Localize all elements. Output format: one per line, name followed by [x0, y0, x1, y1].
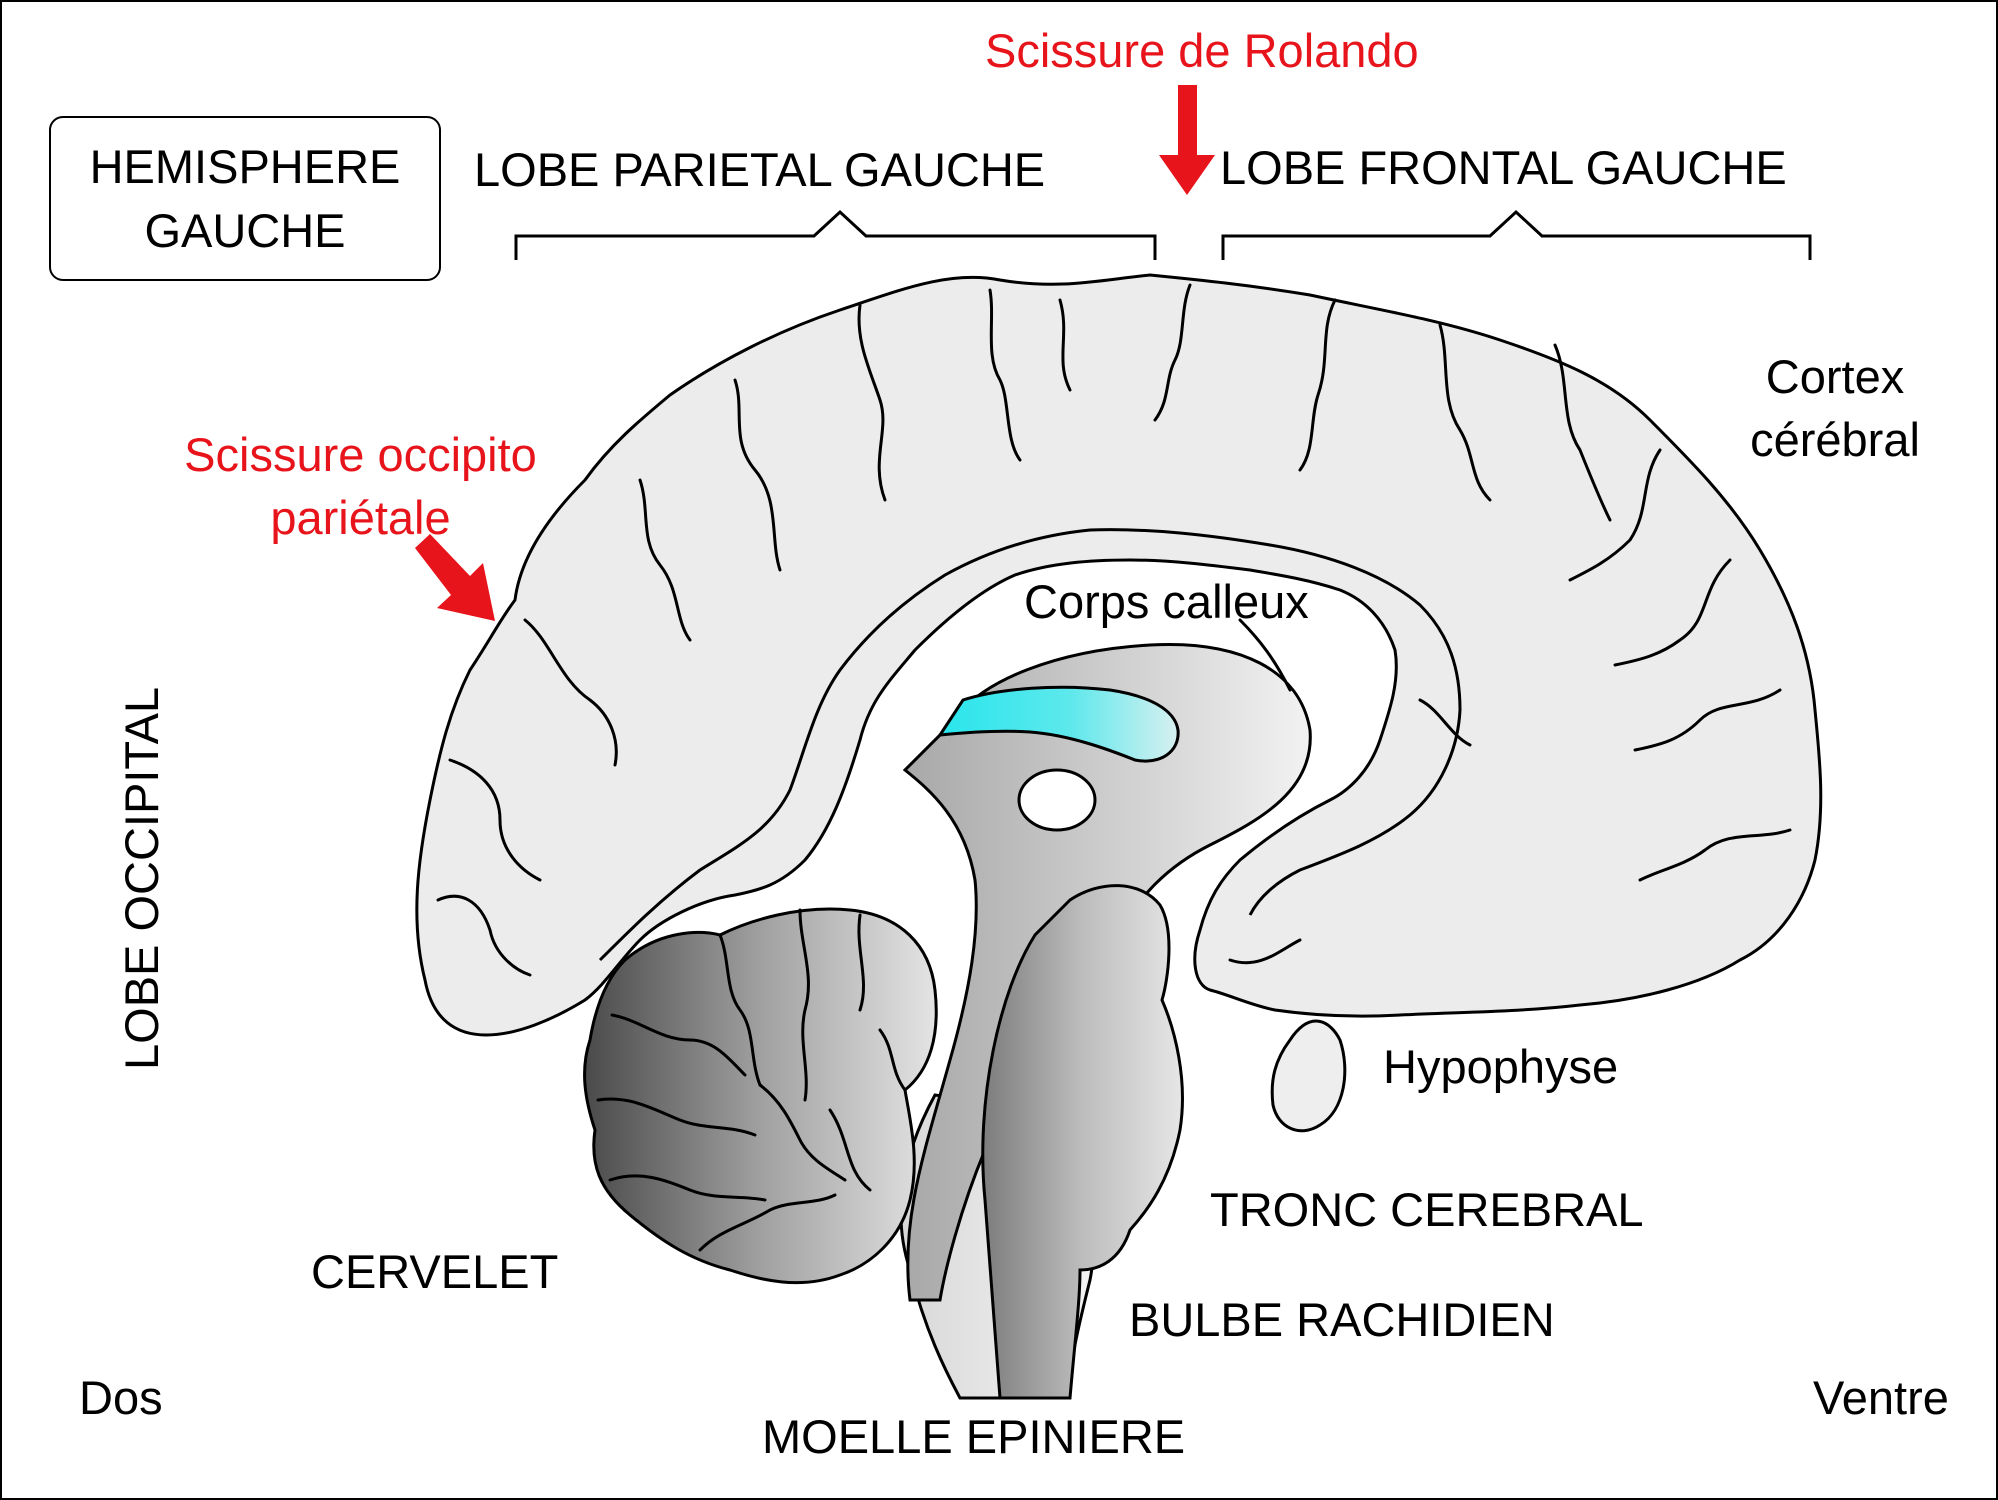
rolando-fissure-label: Scissure de Rolando [985, 24, 1419, 77]
frontal-lobe-label: LOBE FRONTAL GAUCHE [1220, 141, 1787, 194]
spinal-cord-label: MOELLE EPINIERE [762, 1410, 1186, 1463]
cerebral-cortex-shape [415, 273, 1823, 1037]
rolando-arrow [1159, 85, 1215, 195]
medulla-label: BULBE RACHIDIEN [1129, 1293, 1555, 1346]
occipito-parietal-line1: Scissure occipito [184, 428, 537, 481]
parietal-bracket [514, 209, 1157, 260]
frontal-bracket [1221, 209, 1812, 260]
corpus-callosum-label: Corps calleux [1024, 575, 1309, 628]
occipito-parietal-line2: pariétale [270, 491, 451, 545]
parietal-lobe-label: LOBE PARIETAL GAUCHE [474, 143, 1046, 196]
orientation-dos-label: Dos [79, 1371, 163, 1424]
cerebellum-label: CERVELET [311, 1245, 559, 1298]
brainstem-label: TRONC CEREBRAL [1210, 1183, 1644, 1236]
cortex-label-line1: Cortex [1765, 350, 1905, 403]
interthalamic-adhesion [1017, 768, 1097, 832]
occipito-parietal-arrow [415, 534, 495, 621]
hemisphere-label-line1: HEMISPHERE [89, 140, 401, 194]
cortex-gyri-folds [436, 283, 1792, 977]
cerebellum-shape [583, 907, 938, 1285]
pituitary-label: Hypophyse [1383, 1040, 1619, 1093]
cortex-label: Cortex cérébral [1735, 345, 1935, 472]
hemisphere-label-line2: GAUCHE [144, 203, 346, 257]
cortex-inner-boundary [598, 528, 1462, 962]
brainstem-shape [981, 884, 1184, 1400]
pituitary-shape [1270, 1019, 1347, 1133]
occipito-parietal-fissure-label: Scissure occipito pariétale [158, 423, 563, 550]
corpus-callosum-band [937, 685, 1180, 763]
cortex-label-line2: cérébral [1750, 413, 1920, 467]
occipital-lobe-label: LOBE OCCIPITAL [115, 686, 168, 1070]
orientation-ventre-label: Ventre [1813, 1371, 1949, 1424]
hemisphere-label-box: HEMISPHERE GAUCHE [49, 116, 441, 281]
cerebellum-folia [596, 908, 907, 1252]
